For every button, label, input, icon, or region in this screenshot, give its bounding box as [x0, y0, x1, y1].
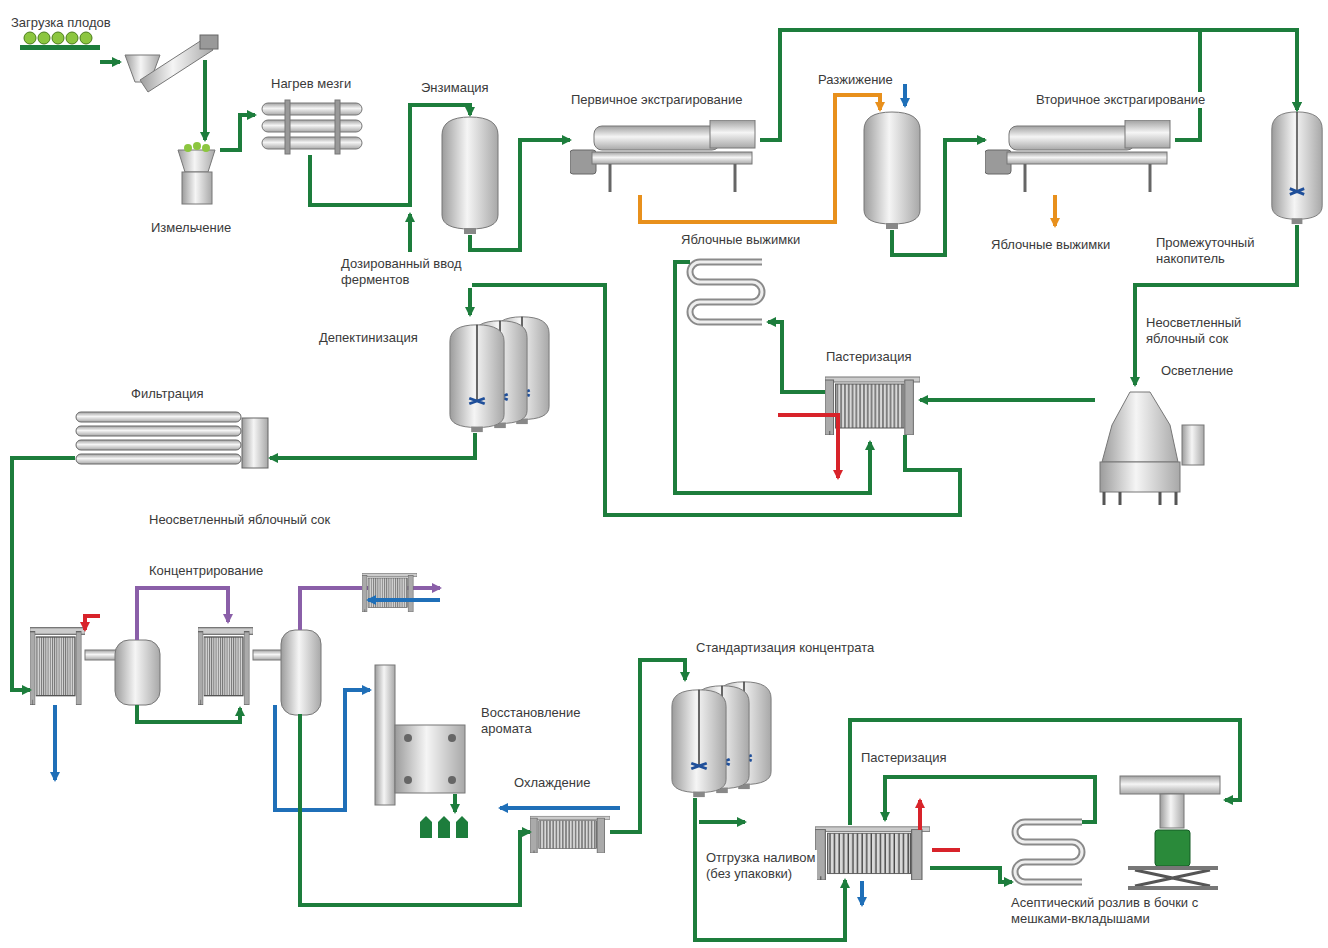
process-stage: Асептический розлив в бочки с мешками-вк… [1115, 775, 1225, 890]
stage-label: Пастеризация [825, 349, 913, 365]
stage-label: Осветление [1160, 363, 1234, 379]
flow-line [275, 690, 370, 810]
process-stage: Восстановление аромата [370, 665, 470, 805]
process-stage: Первичное экстрагирование [570, 120, 760, 195]
stage-label: Энзимация [420, 80, 490, 96]
process-stage: Пастеризация [825, 375, 920, 435]
process-stage: Вторичное экстрагирование [985, 120, 1175, 195]
stage-label: Концентрирование [148, 563, 264, 579]
flow-line [270, 433, 475, 458]
stage-label: Вторичное экстрагирование [1035, 92, 1206, 108]
flow-label: Неосветленный яблочный сок [1145, 315, 1277, 347]
stage-label: Нагрев мезги [270, 76, 352, 92]
flow-line [470, 285, 960, 515]
output-label: Отгрузка наливом (без упаковки) [705, 850, 817, 882]
stage-label: Первичное экстрагирование [570, 92, 744, 108]
flow-line [610, 660, 685, 832]
process-stage: Фильтрация [75, 410, 270, 472]
process-stage: Нагрев мезги [255, 100, 370, 155]
process-stage: Энзимация [440, 115, 500, 235]
stage-label: Измельчение [150, 220, 232, 236]
flow-line [850, 720, 1240, 825]
stage-label: Восстановление аромата [480, 705, 602, 737]
process-stage: Пастеризация [815, 825, 930, 880]
stage-label: Промежуточный накопитель [1155, 235, 1267, 267]
stage-label: Асептический розлив в бочки с мешками-вк… [1010, 895, 1237, 927]
flow-line [1135, 225, 1297, 385]
flow-line [220, 115, 255, 150]
process-stage: Депектинизация [448, 315, 553, 433]
flow-line [892, 140, 985, 255]
process-stage: Концентрирование [30, 595, 330, 730]
stage-label: Охлаждение [513, 775, 591, 791]
stage-label: Фильтрация [130, 386, 205, 402]
stage-label: Депектинизация [318, 330, 419, 346]
flow-line [470, 140, 570, 250]
output-label: Дозированный ввод ферментов [340, 256, 472, 288]
stage-label: Загрузка плодов [10, 15, 112, 31]
stage-label: Разжижение [817, 72, 894, 88]
process-stage: Измельчение [120, 30, 220, 210]
flow-line [695, 798, 845, 940]
process-stage: Промежуточный накопитель [1270, 110, 1324, 225]
flow-line [300, 730, 530, 905]
process-stage: Осветление [1095, 385, 1210, 505]
flow-line [920, 398, 1095, 402]
flow-line [640, 95, 880, 222]
output-label: Яблочные выжимки [680, 232, 801, 248]
process-stage: Стандартизация концентрата [670, 680, 775, 798]
flow-line [100, 60, 120, 64]
process-stage: Охлаждение [530, 815, 610, 850]
flow-line [760, 30, 1297, 140]
flow-line [310, 105, 470, 205]
output-label: Яблочные выжимки [990, 237, 1111, 253]
flow-label: Неосветленный яблочный сок [148, 512, 331, 528]
stage-label: Пастеризация [860, 750, 948, 766]
process-stage: Разжижение [862, 110, 922, 230]
stage-label: Стандартизация концентрата [695, 640, 875, 656]
flow-line [1175, 30, 1297, 140]
process-stage: Загрузка плодов [20, 45, 100, 80]
flow-line [12, 458, 75, 690]
